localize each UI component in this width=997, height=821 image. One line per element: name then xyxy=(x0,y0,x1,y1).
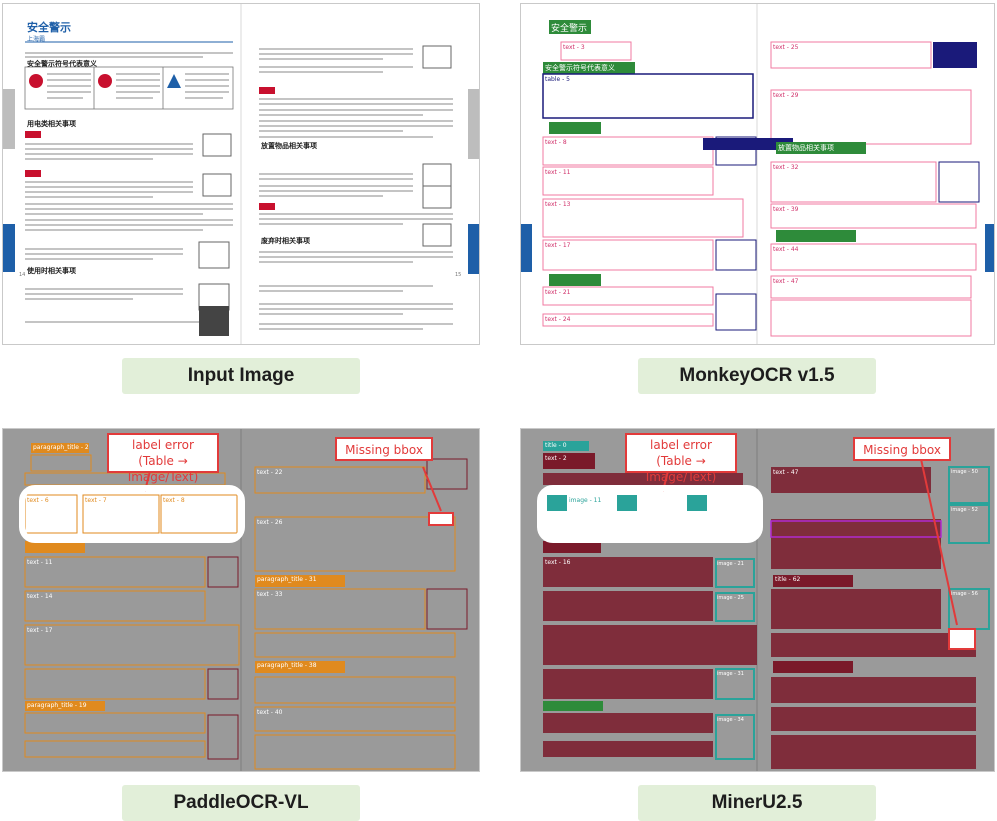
monkey-box-text8: text - 8 xyxy=(545,139,567,146)
prohibit-icon xyxy=(29,74,43,88)
monkeyocr-panel: 安全警示 text - 3 安全警示符号代表意义 table - 5 text … xyxy=(520,3,995,345)
paddle-box-text7: text - 7 xyxy=(85,497,107,504)
paddle-box-text17: text - 17 xyxy=(27,627,53,634)
side-tab-blue-right xyxy=(468,224,479,274)
mineru-svg xyxy=(543,429,990,771)
side-tab-gray-right xyxy=(468,89,479,159)
monkey-box-text24: text - 24 xyxy=(545,316,571,323)
paddle-box-title: paragraph_title - 2 xyxy=(33,444,89,451)
paddle-box-text8: text - 8 xyxy=(163,497,185,504)
section-electric: 用电类相关事项 xyxy=(27,120,76,128)
mineru-label-error-annotation: label error (Table → Image/Text) xyxy=(625,433,737,484)
doc-subtitle: 上海霸 xyxy=(27,36,46,43)
mineru-box-image11: image - 11 xyxy=(569,497,602,504)
tag-warning-left xyxy=(25,131,41,138)
monkey-box-text39: text - 39 xyxy=(773,206,799,213)
paddle-box-title38: paragraph_title - 38 xyxy=(257,662,317,669)
mineru-box-title62: title - 62 xyxy=(775,576,801,583)
monkey-box-title: 安全警示 xyxy=(551,24,588,34)
monkey-box-text13: text - 13 xyxy=(545,201,571,208)
tag-caution-right xyxy=(259,203,275,210)
doc-title: 安全警示 xyxy=(27,21,71,34)
section-storage: 放置物品相关事项 xyxy=(261,142,317,150)
monkey-box-text47: text - 47 xyxy=(773,278,799,285)
mineru-missing-bbox-annotation: Missing bbox xyxy=(853,437,951,461)
mineru-box-image50: image - 50 xyxy=(951,469,978,475)
caption-monkeyocr: MonkeyOCR v1.5 xyxy=(638,358,876,394)
monkey-box-text29: text - 29 xyxy=(773,92,799,99)
monkeyocr-svg xyxy=(521,4,994,344)
monkey-box-text32: text - 32 xyxy=(773,164,799,171)
input-image-panel: 安全警示 上海霸 安全警示符号代表意义 用电类相关事项 使用时相关事项 放置物品… xyxy=(2,3,480,345)
section-use: 使用时相关事项 xyxy=(27,267,76,275)
monkey-box-text21: text - 21 xyxy=(545,289,571,296)
paddle-missing-bbox-annotation: Missing bbox xyxy=(335,437,433,461)
paddle-table-highlight xyxy=(19,485,245,543)
mineru-box-image25: image - 25 xyxy=(717,595,744,601)
paddle-box-text26: text - 26 xyxy=(257,519,283,526)
symbol-table xyxy=(24,66,234,110)
page-number-left: 14 xyxy=(19,272,26,278)
mineru-box-text16: text - 16 xyxy=(545,559,571,566)
mineru-box-image31: image - 31 xyxy=(717,671,744,677)
monkey-box-text3: text - 3 xyxy=(563,44,585,51)
right-text-lines xyxy=(259,48,453,330)
illustrations xyxy=(198,45,452,311)
mineru-table-highlight xyxy=(537,485,763,543)
warning-triangle-icon xyxy=(167,74,181,88)
monkey-box-text25: text - 25 xyxy=(773,44,799,51)
caption-paddleocr: PaddleOCR-VL xyxy=(122,785,360,821)
monkey-box-title37: 放置物品相关事项 xyxy=(778,144,834,152)
side-tab-blue-left xyxy=(3,224,15,272)
mineru-panel: label error (Table → Image/Text) Missing… xyxy=(520,428,995,772)
monkey-box-text44: text - 44 xyxy=(773,246,799,253)
paddleocr-svg xyxy=(24,429,468,771)
input-document-svg xyxy=(3,4,479,344)
mineru-box-text47: text - 47 xyxy=(773,469,799,476)
paddleocr-panel: label error (Table → Image/Text) Missing… xyxy=(2,428,480,772)
tag-caution-left xyxy=(25,170,41,177)
paddle-box-text40: text - 40 xyxy=(257,709,283,716)
tag-warning-right xyxy=(259,87,275,94)
illustration-dark xyxy=(199,306,229,336)
page-number-right: 15 xyxy=(455,272,462,278)
mandatory-icon xyxy=(98,74,112,88)
paddle-box-text14: text - 14 xyxy=(27,593,53,600)
monkey-box-text17: text - 17 xyxy=(545,242,571,249)
monkey-box-table: table - 5 xyxy=(545,76,570,83)
section-disposal: 废弃时相关事项 xyxy=(261,237,310,245)
mineru-box-image34: image - 34 xyxy=(717,717,744,723)
mineru-box-image56: image - 56 xyxy=(951,591,978,597)
section-symbols: 安全警示符号代表意义 xyxy=(27,60,97,68)
paddle-box-text22: text - 22 xyxy=(257,469,283,476)
monkey-box-title2: 安全警示符号代表意义 xyxy=(545,64,615,72)
caption-input-image: Input Image xyxy=(122,358,360,394)
mineru-box-image21: image - 21 xyxy=(717,561,744,567)
caption-mineru: MinerU2.5 xyxy=(638,785,876,821)
paddle-label-error-annotation: label error (Table → Image/Text) xyxy=(107,433,219,484)
paddle-box-title31: paragraph_title - 31 xyxy=(257,576,317,583)
paddle-box-text6: text - 6 xyxy=(27,497,49,504)
paddle-box-text33: text - 33 xyxy=(257,591,283,598)
side-tab-gray-left xyxy=(3,89,15,149)
paddle-box-text11: text - 11 xyxy=(27,559,53,566)
mineru-box-title: title - 0 xyxy=(545,442,567,449)
left-text-lines xyxy=(25,52,233,323)
monkey-box-text11: text - 11 xyxy=(545,169,571,176)
paddle-box-title19: paragraph_title - 19 xyxy=(27,702,87,709)
mineru-box-image52: image - 52 xyxy=(951,507,978,513)
mineru-box-text2: text - 2 xyxy=(545,455,567,462)
